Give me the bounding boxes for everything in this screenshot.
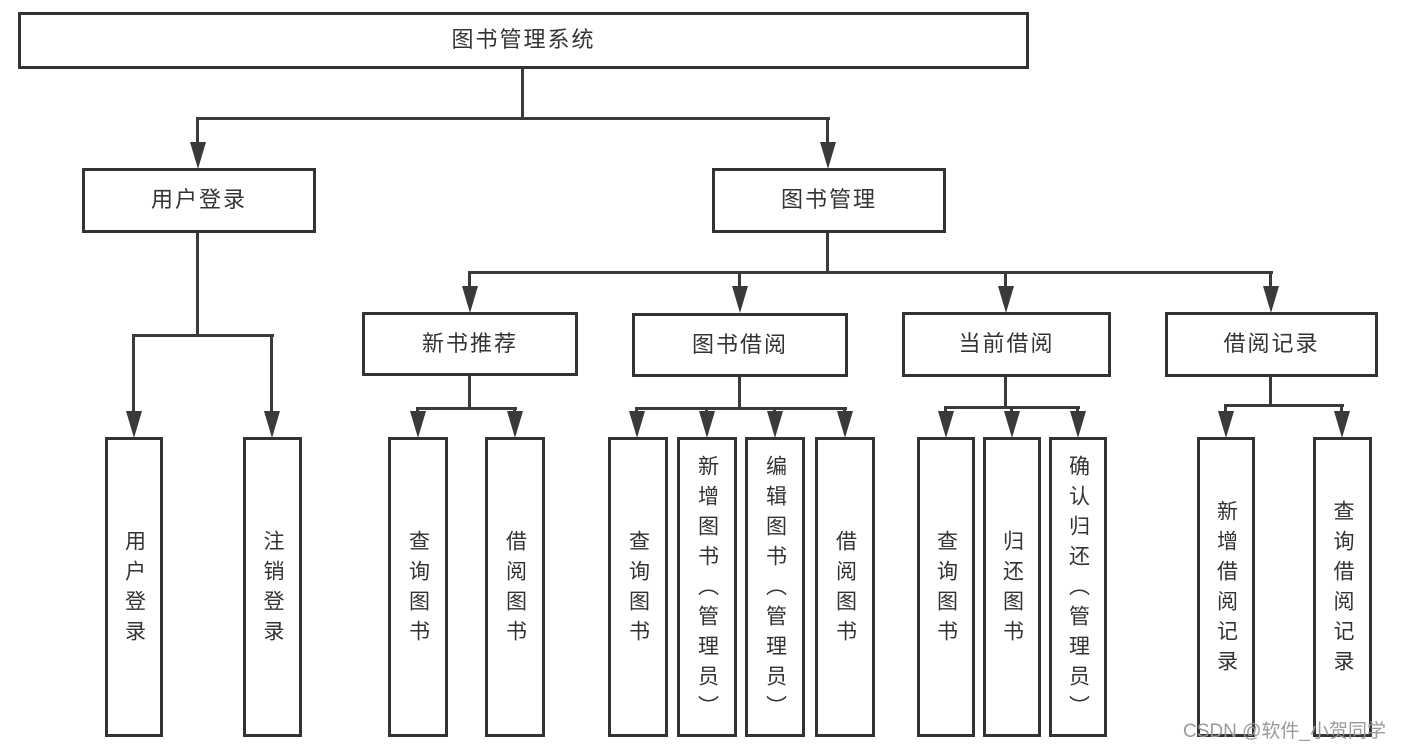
arrowhead-down-icon [410, 411, 426, 438]
arrowhead-down-icon [1334, 411, 1350, 438]
connector-line [826, 233, 829, 273]
connector-line [132, 335, 135, 415]
node-add-books-admin: 新增图书（管理员） [677, 437, 737, 737]
arrowhead-down-icon [767, 411, 783, 438]
connector-line [468, 272, 471, 290]
arrowhead-down-icon [1070, 411, 1086, 438]
connector-line [738, 377, 741, 409]
node-query-books-current: 查询图书 [917, 437, 975, 737]
arrowhead-down-icon [998, 286, 1014, 313]
connector-line [1269, 377, 1272, 406]
node-query-borrow-record: 查询借阅记录 [1313, 437, 1372, 737]
arrowhead-down-icon [837, 411, 853, 438]
arrowhead-down-icon [507, 411, 523, 438]
node-new-book-recommend: 新书推荐 [362, 312, 578, 376]
arrowhead-down-icon [1263, 286, 1279, 313]
node-edit-books-admin: 编辑图书（管理员） [745, 437, 805, 737]
connector-line [1269, 272, 1272, 290]
node-query-books-recommend: 查询图书 [388, 437, 448, 737]
connector-line [1004, 272, 1007, 290]
connector-line [1004, 377, 1007, 408]
arrowhead-down-icon [264, 411, 280, 438]
connector-line [1224, 405, 1227, 415]
node-book-borrowing: 图书借阅 [632, 313, 848, 377]
watermark: CSDN @软件_小贺同学 [1183, 721, 1386, 742]
arrowhead-down-icon [629, 411, 645, 438]
connector-line [521, 69, 524, 119]
arrowhead-down-icon [190, 142, 206, 169]
arrowhead-down-icon [462, 286, 478, 313]
node-user-login: 用户登录 [82, 168, 316, 233]
node-user-login-leaf: 用户登录 [105, 437, 163, 737]
connector-line [738, 272, 741, 290]
arrowhead-down-icon [732, 286, 748, 313]
connector-line [468, 376, 471, 409]
connector-line [635, 407, 847, 410]
connector-line [1224, 404, 1344, 407]
connector-line [1340, 405, 1343, 415]
connector-line [196, 118, 199, 146]
arrowhead-down-icon [699, 411, 715, 438]
connector-line [270, 335, 273, 415]
connector-line [196, 233, 199, 336]
arrowhead-down-icon [1004, 411, 1020, 438]
node-return-books: 归还图书 [983, 437, 1041, 737]
node-confirm-return-admin: 确认归还（管理员） [1049, 437, 1107, 737]
node-borrowing-records: 借阅记录 [1165, 312, 1378, 377]
node-library-system: 图书管理系统 [18, 12, 1029, 69]
arrowhead-down-icon [126, 411, 142, 438]
connector-line [416, 407, 517, 410]
node-query-books-borrow: 查询图书 [608, 437, 668, 737]
node-current-borrowing: 当前借阅 [902, 312, 1111, 377]
arrowhead-down-icon [820, 142, 836, 169]
node-add-borrow-record: 新增借阅记录 [1197, 437, 1255, 737]
node-logout-leaf: 注销登录 [243, 437, 302, 737]
node-borrow-books-borrow: 借阅图书 [815, 437, 875, 737]
node-book-management: 图书管理 [712, 168, 946, 233]
arrowhead-down-icon [1218, 411, 1234, 438]
connector-line [826, 118, 829, 146]
arrowhead-down-icon [938, 411, 954, 438]
node-borrow-books-recommend: 借阅图书 [485, 437, 545, 737]
connector-line [196, 117, 830, 120]
connector-line [132, 334, 274, 337]
connector-line [468, 271, 1273, 274]
